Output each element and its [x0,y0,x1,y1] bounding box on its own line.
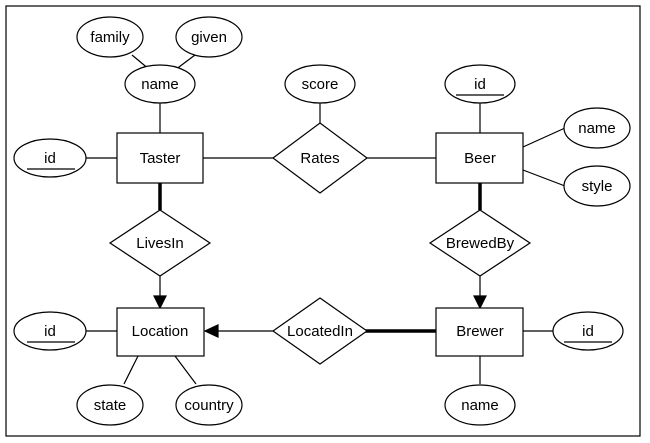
relationship-locatedin: LocatedIn [271,297,369,365]
attribute-beer-name: name [563,107,631,149]
svg-text:id: id [44,323,56,340]
attribute-location-country: country [175,384,243,426]
svg-text:state: state [94,397,127,414]
arrow-head-livesin-to-location [153,295,167,310]
attribute-taster-name-family: family [76,16,144,58]
relationship-brewedby: BrewedBy [428,209,532,277]
connector-lines [86,54,566,385]
svg-text:family: family [90,29,130,46]
attribute-brewer-id: id [552,311,624,351]
entity-beer: Beer [435,132,524,184]
diagram-border [5,5,641,437]
attribute-taster-name: name [124,64,196,104]
svg-text:id: id [474,76,486,93]
svg-text:name: name [578,120,616,137]
entity-brewer: Brewer [435,307,524,357]
svg-text:id: id [44,150,56,167]
svg-text:Rates: Rates [300,150,339,167]
svg-text:country: country [184,397,234,414]
svg-text:Brewer: Brewer [456,323,504,340]
arrow-head-locatedin-to-location [203,324,219,338]
relationship-livesin: LivesIn [108,209,212,277]
svg-text:name: name [461,397,499,414]
attribute-rates-score: score [284,64,356,104]
attribute-location-id: id [13,311,87,351]
svg-text:BrewedBy: BrewedBy [446,235,515,252]
attribute-taster-name-given: given [175,16,243,58]
svg-text:score: score [302,76,339,93]
svg-text:Location: Location [132,323,189,340]
svg-text:LocatedIn: LocatedIn [287,323,353,340]
svg-text:style: style [582,178,613,195]
attribute-taster-id: id [13,138,87,178]
relationship-rates: Rates [271,122,369,194]
attribute-brewer-name: name [444,384,516,426]
arrow-head-brewedby-to-brewer [473,295,487,310]
entity-taster: Taster [116,132,204,184]
svg-text:given: given [191,29,227,46]
svg-text:name: name [141,76,179,93]
attribute-beer-style: style [563,165,631,207]
svg-text:Beer: Beer [464,150,496,167]
attribute-location-state: state [76,384,144,426]
attribute-beer-id: id [444,64,516,104]
svg-text:Taster: Taster [140,150,181,167]
entity-location: Location [116,307,205,357]
svg-text:id: id [582,323,594,340]
svg-text:LivesIn: LivesIn [136,235,184,252]
